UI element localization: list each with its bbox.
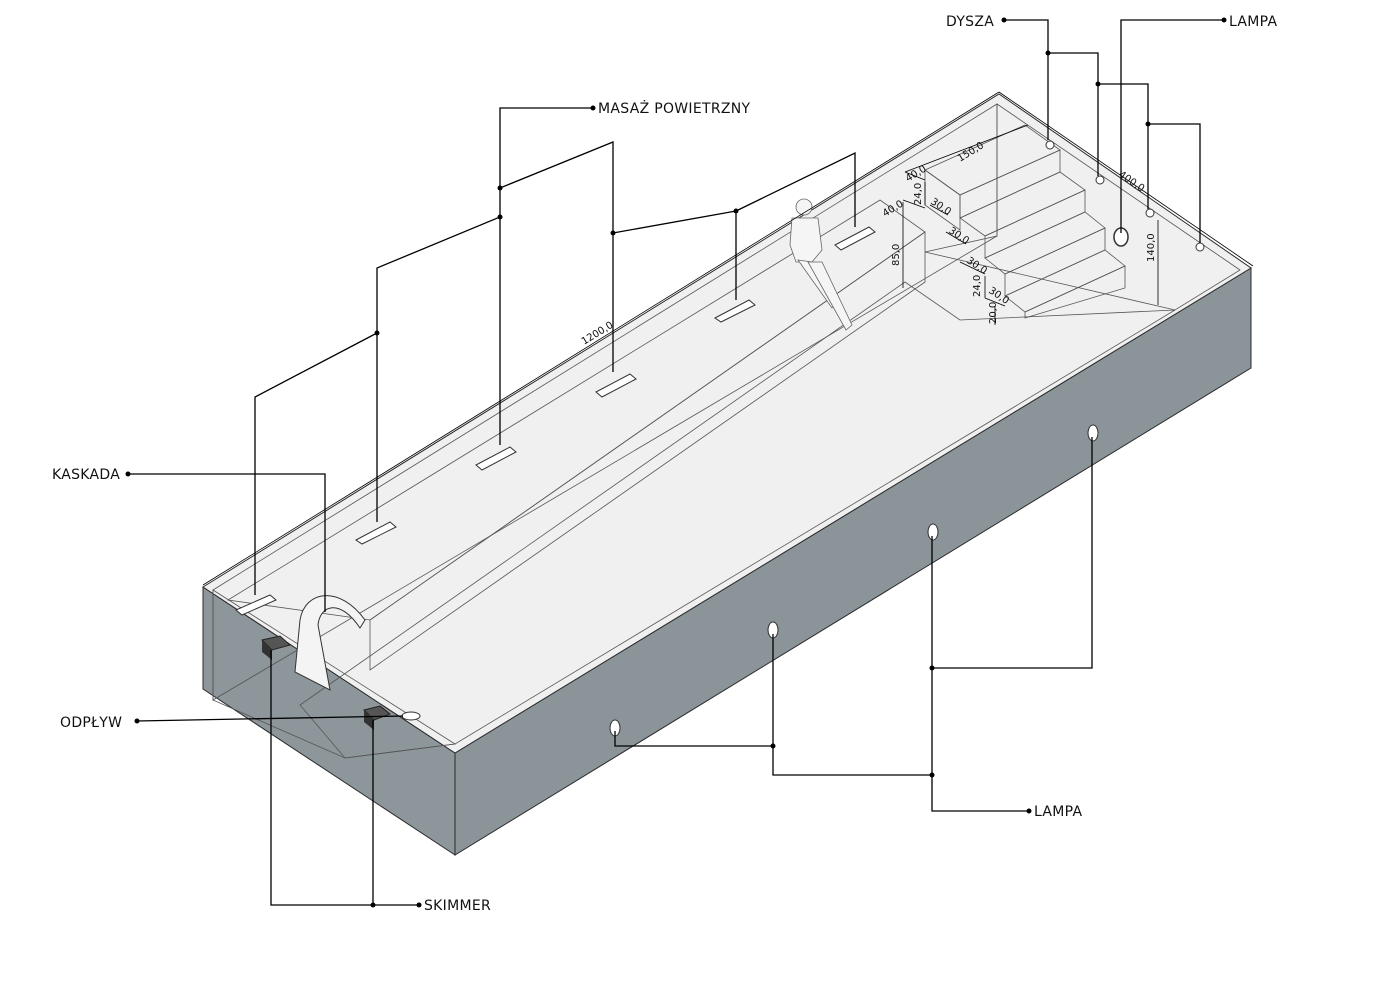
drain [401, 711, 421, 721]
dim-riser-2: 24,0 [972, 275, 983, 297]
skimmer-box [364, 710, 374, 730]
label-skimmer: SKIMMER [424, 898, 491, 914]
dim-depth: 140,0 [1146, 233, 1157, 262]
label-odplyw: ODPŁYW [60, 715, 122, 731]
pool-rim [202, 93, 1252, 754]
dim-bench-depth: 85,0 [891, 244, 902, 266]
grate [714, 299, 756, 323]
leader-dots [125, 17, 1227, 908]
label-lampa-bottom: LAMPA [1034, 804, 1083, 820]
grate [834, 226, 876, 251]
label-masaz: MASAŻ POWIETRZNY [598, 99, 751, 117]
grate [595, 373, 637, 398]
label-lampa-top: LAMPA [1229, 14, 1278, 30]
grate [475, 446, 517, 471]
label-dysza: DYSZA [946, 14, 994, 30]
seated-person [789, 198, 853, 331]
skimmer-box [262, 640, 272, 660]
label-kaskada: KASKADA [52, 467, 120, 483]
grate [235, 594, 277, 616]
leader-lines [128, 19, 1224, 906]
pool-floor [299, 281, 1176, 759]
lamps-side [609, 424, 1099, 737]
dim-riser-3: 20,0 [988, 302, 999, 324]
pool-body [202, 93, 1252, 856]
dimension-lines [202, 91, 1254, 586]
callout-labels: DYSZA LAMPA MASAŻ POWIETRZNY KASKADA ODP… [52, 14, 1278, 914]
dim-riser-1: 24,0 [913, 183, 924, 205]
grate [355, 521, 397, 545]
cascade [294, 595, 366, 691]
bench-front [369, 231, 926, 671]
air-massage-grates [235, 226, 876, 616]
